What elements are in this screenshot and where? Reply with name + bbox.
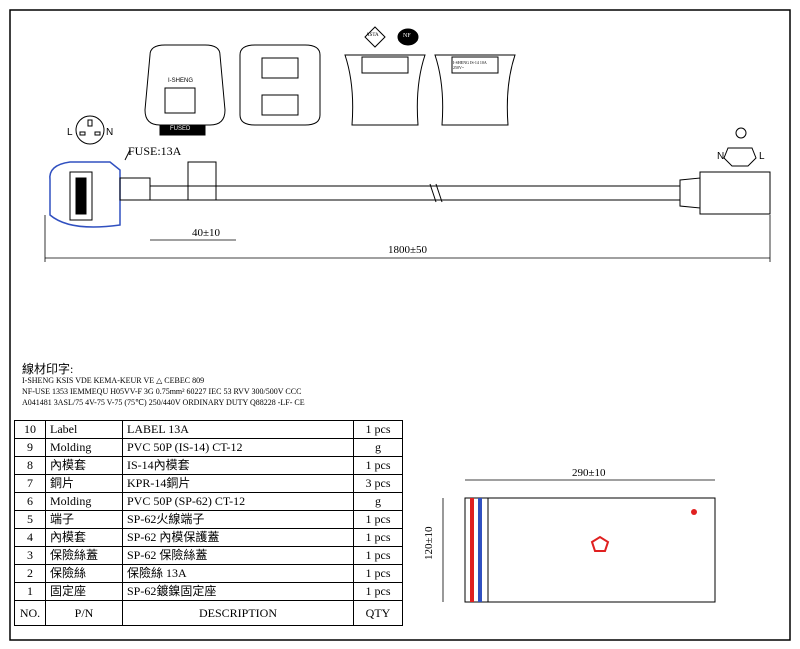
cell-no: 1 xyxy=(14,582,46,601)
header-qty: QTY xyxy=(353,600,403,626)
cell-description: SP-62 內模保護蓋 xyxy=(122,528,354,547)
cell-pn: 內模套 xyxy=(45,456,123,475)
cell-no: 3 xyxy=(14,546,46,565)
plug-front-view xyxy=(144,44,226,136)
cable-assembly xyxy=(49,149,771,228)
cell-pn: Molding xyxy=(45,492,123,511)
cell-no: 9 xyxy=(14,438,46,457)
cell-qty: g xyxy=(353,438,403,457)
cell-description: KPR-14銅片 xyxy=(122,474,354,493)
dim-40: 40±10 xyxy=(192,227,221,239)
cell-qty: 1 pcs xyxy=(353,528,403,547)
nf-mark: NF xyxy=(403,33,411,39)
cell-pn: Molding xyxy=(45,438,123,457)
cell-description: SP-62 保險絲蓋 xyxy=(122,546,354,565)
header-no: NO. xyxy=(14,600,46,626)
cell-pn: 保險絲蓋 xyxy=(45,546,123,565)
iec-socket-symbol xyxy=(723,127,757,167)
cell-qty: 1 pcs xyxy=(353,510,403,529)
plug-inside-view xyxy=(239,44,321,126)
pin-l: L xyxy=(67,127,73,138)
cell-no: 4 xyxy=(14,528,46,547)
dimension-lines xyxy=(44,215,771,602)
pin-n: N xyxy=(106,127,114,138)
marking-line: NF-USE 1353 IEMMEQU H05VV-F 3G 0.75mm² 6… xyxy=(22,387,302,396)
cell-qty: 1 pcs xyxy=(353,546,403,565)
fused-text: FUSED xyxy=(170,126,191,132)
cell-description: 保險絲 13A xyxy=(122,564,354,583)
frame xyxy=(9,9,791,641)
label-drawing xyxy=(464,497,716,603)
dim-1800: 1800±50 xyxy=(388,244,428,256)
asta-mark: ASTA xyxy=(366,33,379,38)
marking-title: 線材印字: xyxy=(22,362,74,376)
cell-pn: 銅片 xyxy=(45,474,123,493)
bom-header-row: NO. P/N DESCRIPTION QTY xyxy=(14,600,403,626)
marking-line: A041481 3ASL/75 4V-75 V-75 (75℃) 250/440… xyxy=(22,398,305,407)
cell-pn: 固定座 xyxy=(45,582,123,601)
cell-no: 2 xyxy=(14,564,46,583)
iec-pin-l: L xyxy=(759,151,765,162)
cell-no: 10 xyxy=(14,420,46,439)
cell-description: IS-14內模套 xyxy=(122,456,354,475)
cell-qty: g xyxy=(353,492,403,511)
dim-290: 290±10 xyxy=(572,467,606,479)
cell-no: 7 xyxy=(14,474,46,493)
dim-120: 120±10 xyxy=(423,526,435,560)
fuse-label: FUSE:13A xyxy=(128,144,182,158)
iec-pin-n: N xyxy=(717,151,725,162)
cell-pn: 保險絲 xyxy=(45,564,123,583)
cell-description: SP-62鍍鎳固定座 xyxy=(122,582,354,601)
cell-qty: 1 pcs xyxy=(353,582,403,601)
header-pn: P/N xyxy=(45,600,123,626)
uk-socket-symbol xyxy=(75,115,105,145)
header-description: DESCRIPTION xyxy=(122,600,354,626)
connector-marking: I-SHENG IS-14 10A 250V~ xyxy=(453,60,487,70)
cell-description: PVC 50P (IS-14) CT-12 xyxy=(122,438,354,457)
cell-pn: 內模套 xyxy=(45,528,123,547)
cell-qty: 1 pcs xyxy=(353,456,403,475)
cell-description: LABEL 13A xyxy=(122,420,354,439)
cell-description: PVC 50P (SP-62) CT-12 xyxy=(122,492,354,511)
cell-no: 6 xyxy=(14,492,46,511)
cell-no: 8 xyxy=(14,456,46,475)
cell-qty: 3 pcs xyxy=(353,474,403,493)
cell-pn: Label xyxy=(45,420,123,439)
cell-qty: 1 pcs xyxy=(353,420,403,439)
cell-no: 5 xyxy=(14,510,46,529)
cell-pn: 端子 xyxy=(45,510,123,529)
cell-description: SP-62火線端子 xyxy=(122,510,354,529)
plug-brand: I-SHENG xyxy=(168,78,194,84)
marking-line: I-SHENG KSIS VDE KEMA-KEUR VE △ CEBEC 80… xyxy=(22,376,205,385)
connector-back-views xyxy=(344,26,516,126)
cell-qty: 1 pcs xyxy=(353,564,403,583)
